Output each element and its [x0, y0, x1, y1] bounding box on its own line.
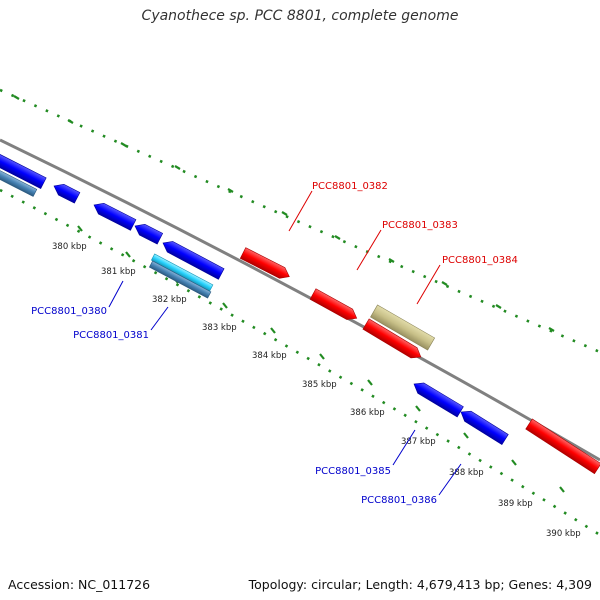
gene-arrow[interactable]	[362, 318, 424, 362]
tick-label: 381 kbp	[101, 267, 136, 277]
gene-arrow[interactable]	[91, 200, 137, 231]
gene-label-reverse[interactable]: PCC8801_0381	[73, 330, 149, 341]
genome-backbone	[0, 138, 600, 462]
gene-arrow[interactable]	[51, 181, 81, 204]
gene-arrow[interactable]	[239, 247, 292, 282]
gene-arrow[interactable]	[525, 418, 600, 475]
outer-tick-track	[0, 88, 600, 354]
map-title: Cyanothece sp. PCC 8801, complete genome	[141, 8, 459, 24]
gene-labels: PCC8801_0382 PCC8801_0383 PCC8801_0384 P…	[31, 181, 518, 506]
tick-label: 383 kbp	[202, 323, 237, 333]
forward-strand-genes	[239, 247, 600, 475]
topology-summary-text: Topology: circular; Length: 4,679,413 bp…	[248, 577, 592, 592]
tick-label: 382 kbp	[152, 295, 187, 305]
gene-arrow[interactable]	[148, 260, 212, 299]
gene-arrow[interactable]	[160, 238, 225, 280]
tick-label: 380 kbp	[52, 242, 87, 252]
inner-tick-track	[0, 188, 600, 537]
gene-label-reverse[interactable]: PCC8801_0385	[315, 466, 391, 477]
tick-label: 388 kbp	[449, 468, 484, 478]
gene-arrow[interactable]	[132, 221, 164, 245]
gene-label-reverse[interactable]: PCC8801_0380	[31, 306, 107, 317]
outer-major-ticks	[13, 95, 555, 332]
gene-label-forward[interactable]: PCC8801_0384	[442, 255, 518, 266]
accession-text: Accession: NC_011726	[8, 577, 151, 592]
tick-label: 386 kbp	[350, 408, 385, 418]
tick-label: 384 kbp	[252, 351, 287, 361]
label-leader-lines	[108, 190, 462, 496]
gene-label-forward[interactable]: PCC8801_0382	[312, 181, 388, 192]
gene-arrow[interactable]	[458, 407, 509, 446]
tick-label: 389 kbp	[498, 499, 533, 509]
tick-label: 387 kbp	[401, 437, 436, 447]
gene-arrow[interactable]	[0, 168, 38, 197]
tick-labels: 380 kbp 381 kbp 382 kbp 383 kbp 384 kbp …	[52, 242, 581, 539]
gene-arrow[interactable]	[309, 288, 360, 324]
reverse-strand-genes	[0, 151, 509, 446]
gene-arrow[interactable]	[411, 379, 464, 418]
gene-label-forward[interactable]: PCC8801_0383	[382, 220, 458, 231]
tick-label: 385 kbp	[302, 380, 337, 390]
gene-arrow-highlighted[interactable]	[370, 304, 436, 351]
gene-arrow[interactable]	[0, 151, 47, 189]
gene-label-reverse[interactable]: PCC8801_0386	[361, 495, 437, 506]
tick-label: 390 kbp	[546, 529, 581, 539]
